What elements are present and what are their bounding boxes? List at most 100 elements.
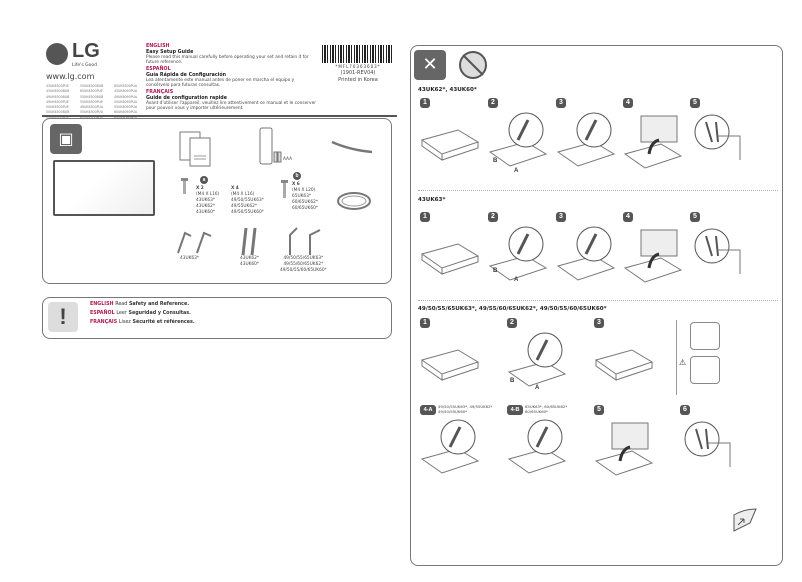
stand-large-icon [289,227,321,255]
step-illustration [594,422,654,476]
spec: (M4 X L16) [196,192,220,197]
model-number: 55UK6300PUE [80,99,103,104]
model: 43UK63* [196,198,216,203]
accessories-panel [42,118,392,284]
barcode-number: *MFL70363603* [335,64,381,69]
intro-title: Guía Rápida de Configuración [146,72,227,78]
page-turn-icon[interactable] [730,505,760,535]
model: 49/50/55UK63* [231,198,264,203]
power-cord-icon [337,192,371,210]
verb: Lisez [118,320,131,325]
step-illustration [623,229,683,283]
model: 49/50/55/60/65UK60* [280,268,327,273]
safety-en: ENGLISH Read Safety and Reference. [90,302,195,307]
intro-desc: Lea atentamente este manual antes de pon… [146,78,295,88]
part-label: A [514,277,519,283]
step-number: 2 [488,98,498,108]
stand-label: 49/50/55/65UK63*49/55/60/65UK62*49/50/55… [280,256,327,274]
caution-icon: ⚠ [679,358,687,367]
lang: ENGLISH [90,302,114,307]
model-number: 55UK6300BUB [80,94,104,99]
step-number: 3 [556,212,566,222]
stand-43uk62-icon [241,227,257,256]
step-number: 4-A [420,405,436,415]
assembly-panel [410,45,783,566]
step-illustration [556,226,616,281]
divider [42,115,397,117]
step-illustration [694,228,741,274]
step-number: 4 [623,98,633,108]
step-illustration [623,115,683,169]
lang: ESPAÑOL [90,311,115,316]
step-illustration [420,243,480,275]
section-heading: 49/50/55/65UK63*, 49/55/60/65UK62*, 49/5… [418,306,607,312]
model: 60/65UK62* [292,200,318,205]
box-icon: ▣ [50,124,82,154]
model: 49/50/55UK60* [231,210,264,215]
spec: (M4 X L20) [292,188,316,193]
step-number: 3 [594,318,604,328]
divider [418,300,778,301]
spec: (M4 X L16) [231,192,255,197]
warning-icon: ! [48,302,78,332]
lock-step-image [690,322,720,350]
step-illustration [684,421,731,467]
battery-label: AAA [283,157,293,162]
part-label: B [493,158,498,164]
model-number: 49UK6300BUB [46,94,70,99]
manuals-icon [179,131,211,167]
step-number: 5 [690,212,700,222]
safety-text: ENGLISH Read Safety and Reference. ESPAÑ… [90,302,195,325]
section-heading: 43UK63* [418,197,446,203]
step-illustration [420,419,480,474]
origin-text: Printed in Korea [338,77,378,83]
screw-b-badge: b [293,172,301,180]
model: 49/55UK62* [231,204,257,209]
intro-title: Guide de configuration rapide [146,95,227,101]
step-illustration [420,349,480,381]
lang-label: FRANÇAIS [146,90,174,95]
revision: (1901-REV04)Printed in Korea [322,70,394,84]
safety-panel [42,297,392,339]
step-caption: 65UK63*, 60/65UK62* 60/65UK60* [525,404,568,414]
part-label: B [510,378,515,384]
model-number: 49UK6090PUA [114,94,138,99]
model-number: 55UK6300PUE [46,115,69,120]
model: 60/65UK60* [292,206,318,211]
step-number: 5 [594,405,604,415]
model-number: 65UK6300PUA [80,115,104,120]
intro-desc: Please read this manual carefully before… [146,55,309,65]
qty: X 6 [292,182,300,187]
part-label: A [535,385,540,391]
model-number: 50UK6300BUB [46,110,70,115]
screw-a-badge: a [200,176,208,184]
qty: X 2 [196,186,204,191]
screw-icon [281,180,288,198]
step-illustration [488,226,548,281]
stand-label: 43UK62*43UK60* [240,256,259,268]
step-number: 3 [556,98,566,108]
model-number: 49UK6300PUE [46,99,69,104]
model: 49/50/55/65UK63* [283,256,324,261]
doc: Safety and Reference. [128,302,190,307]
lg-logo: LG [72,40,100,62]
step-number: 1 [420,318,430,328]
model-number: 49UK6300PUA [80,105,104,110]
remote-icon [259,127,282,165]
step-illustration [507,332,567,387]
website-url: www.lg.com [46,72,95,81]
qty: X 4 [231,186,239,191]
step-illustration [488,112,548,167]
divider [676,320,677,395]
stand-label: 43UK63* [180,256,200,261]
model-number: 55UK6300BUB [80,84,104,88]
model-number: 43UK6090PUA [114,89,138,94]
screw-b-info: X 6(M4 X L20)65UK63*60/65UK62*60/65UK60* [292,182,318,212]
lg-logo-icon [46,43,68,65]
model: 65UK63* [292,194,312,199]
model-number: 55UK6090PUA [114,105,138,110]
step-illustration [420,129,480,161]
